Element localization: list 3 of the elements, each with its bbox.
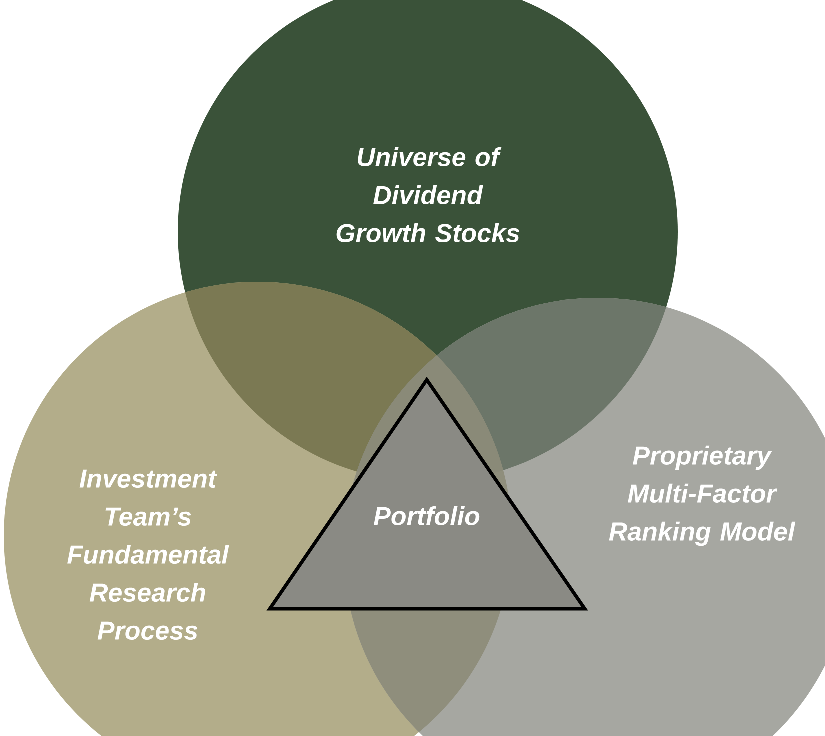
circle-label: Proprietary Multi-Factor Ranking Model: [609, 446, 796, 546]
circle-label: Investment Team’s Fundamental Research Process: [68, 470, 230, 640]
circle-label: Universe of Dividend Growth Stocks: [336, 147, 520, 243]
